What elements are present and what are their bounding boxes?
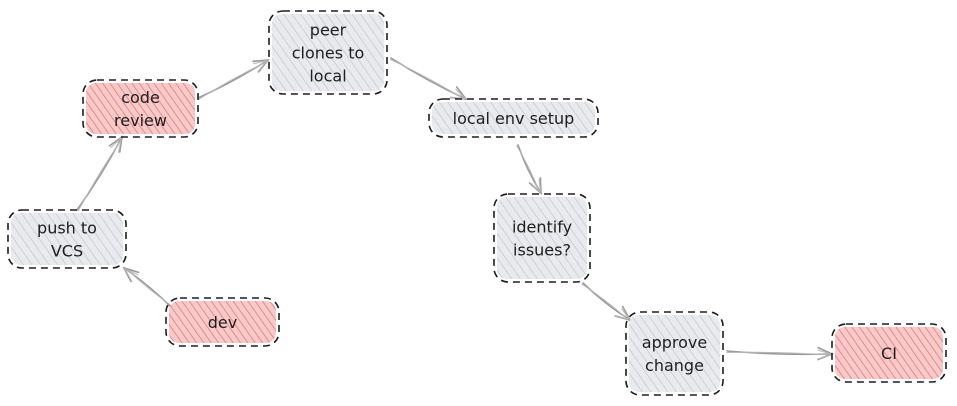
nodes-layer: dev push to VCS code review peer clones to loca… bbox=[7, 10, 947, 396]
edge-peer-to-env bbox=[389, 57, 468, 101]
node-border bbox=[831, 323, 947, 383]
edge-sketch-line bbox=[77, 137, 124, 212]
node-label: dev bbox=[208, 313, 237, 332]
node-fill bbox=[497, 197, 587, 279]
edge-sketch-line bbox=[516, 145, 541, 194]
node-label: review bbox=[114, 111, 167, 130]
node-border bbox=[165, 297, 280, 347]
node-label: local env setup bbox=[453, 109, 575, 128]
node-label: approve bbox=[642, 333, 707, 352]
arrowhead-sketch bbox=[110, 136, 123, 153]
edge-approve-to-ci bbox=[726, 346, 835, 361]
edge-push-to-review bbox=[76, 135, 124, 212]
node-label: change bbox=[645, 356, 704, 375]
arrowhead-sketch bbox=[530, 178, 542, 194]
node-label: clones to bbox=[292, 44, 365, 63]
edge-issues-to-approve bbox=[581, 282, 632, 322]
node-border bbox=[493, 193, 591, 283]
node-fill bbox=[272, 14, 384, 91]
edges-layer bbox=[76, 57, 835, 361]
node-border bbox=[268, 10, 388, 95]
edge-sketch-line bbox=[198, 60, 269, 100]
edge-env-to-issues bbox=[516, 144, 542, 195]
arrowhead-sketch bbox=[817, 349, 833, 360]
node-fill bbox=[432, 102, 595, 134]
arrowhead-sketch bbox=[123, 267, 139, 282]
node-peer: peer clones to local bbox=[268, 10, 388, 95]
edge-sketch-line bbox=[581, 283, 630, 322]
node-label: CI bbox=[881, 344, 897, 363]
node-fill bbox=[629, 315, 720, 392]
edge-sketch-line bbox=[389, 58, 467, 101]
node-issues: identify issues? bbox=[493, 193, 591, 283]
node-border bbox=[7, 209, 127, 269]
node-border bbox=[82, 79, 199, 138]
arrowhead-sketch bbox=[615, 308, 631, 321]
node-label: push to bbox=[37, 219, 97, 238]
node-border bbox=[428, 98, 599, 138]
node-fill bbox=[169, 301, 276, 343]
edge-review-to-peer bbox=[197, 59, 270, 100]
node-label: peer bbox=[310, 21, 347, 40]
edge-sketch-line bbox=[726, 351, 833, 356]
node-ci: CI bbox=[831, 323, 947, 383]
node-dev: dev bbox=[165, 297, 280, 347]
node-label: code bbox=[121, 88, 160, 107]
node-approve: approve change bbox=[625, 311, 724, 396]
node-fill bbox=[835, 327, 943, 379]
node-label: identify bbox=[512, 218, 572, 237]
arrowhead-sketch bbox=[253, 59, 269, 73]
node-push: push to VCS bbox=[7, 209, 127, 269]
edge-dev-to-push bbox=[122, 266, 174, 309]
node-fill bbox=[86, 83, 195, 134]
node-label: VCS bbox=[51, 242, 83, 261]
node-fill bbox=[11, 213, 123, 265]
node-label: local bbox=[309, 67, 346, 86]
node-env: local env setup bbox=[428, 98, 599, 138]
arrowhead-sketch bbox=[451, 88, 467, 100]
node-review: code review bbox=[82, 79, 199, 138]
node-label: issues? bbox=[513, 241, 571, 260]
